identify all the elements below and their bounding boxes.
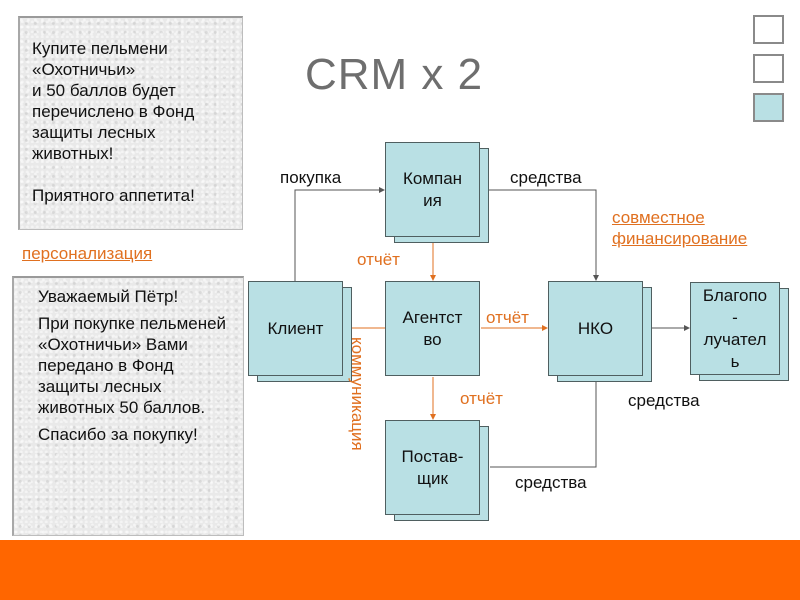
- edge-label-report-agency-supplier: отчёт: [460, 389, 503, 408]
- cofinancing-line-2: финансирование: [612, 229, 748, 248]
- footer-bar: [0, 540, 800, 600]
- layout-toggle-3[interactable]: [753, 93, 784, 122]
- promo-line: перечислено в Фонд: [32, 102, 195, 121]
- promo-line: и 50 баллов будет: [32, 81, 176, 100]
- edge-label-purchase: покупка: [280, 168, 342, 187]
- promo-line: Купите пельмени: [32, 39, 168, 58]
- edge-funds-supplier-nko: [490, 376, 599, 468]
- cofinancing-link[interactable]: совместное финансирование: [612, 207, 747, 249]
- layout-toggle-2[interactable]: [753, 54, 784, 83]
- promo-line: защиты лесных: [32, 123, 156, 142]
- promo-line: «Охотничьи»: [32, 60, 136, 79]
- node-agency-label: Агентст во: [385, 281, 480, 376]
- personalization-link[interactable]: персонализация: [22, 244, 153, 263]
- slide-title: CRM x 2: [305, 50, 484, 99]
- edge-label-funds-right: средства: [628, 391, 700, 410]
- edge-label-report-company-agency: отчёт: [357, 250, 400, 269]
- cofinancing-line-1: совместное: [612, 208, 705, 227]
- node-supplier-label: Постав- щик: [385, 420, 480, 515]
- edge-label-report-agency-nko: отчёт: [486, 308, 529, 327]
- layout-toggle-1[interactable]: [753, 15, 784, 44]
- thank-you-closing: Спасибо за покупку!: [38, 425, 198, 444]
- thank-you-message-card: Уважаемый Пётр! При покупке пельменей «О…: [12, 276, 244, 536]
- promo-closing: Приятного аппетита!: [32, 186, 195, 205]
- greeting-text: Уважаемый Пётр!: [38, 287, 179, 306]
- promo-line: животных!: [32, 144, 114, 163]
- thank-you-body: При покупке пельменей «Охотничьи» Вами п…: [38, 314, 227, 417]
- node-nko-label: НКО: [548, 281, 643, 376]
- edge-label-communication: коммуникация: [348, 337, 367, 451]
- edge-label-funds-bottom: средства: [515, 473, 587, 492]
- node-client-label: Клиент: [248, 281, 343, 376]
- node-beneficiary-label: Благопо - лучател ь: [690, 282, 780, 375]
- edge-funds-company-nko: [481, 189, 599, 281]
- edge-purchase: [294, 187, 385, 281]
- promo-message-card: Купите пельмени «Охотничьи» и 50 баллов …: [18, 16, 243, 230]
- node-company-label: Компан ия: [385, 142, 480, 237]
- edge-label-funds-top: средства: [510, 168, 582, 187]
